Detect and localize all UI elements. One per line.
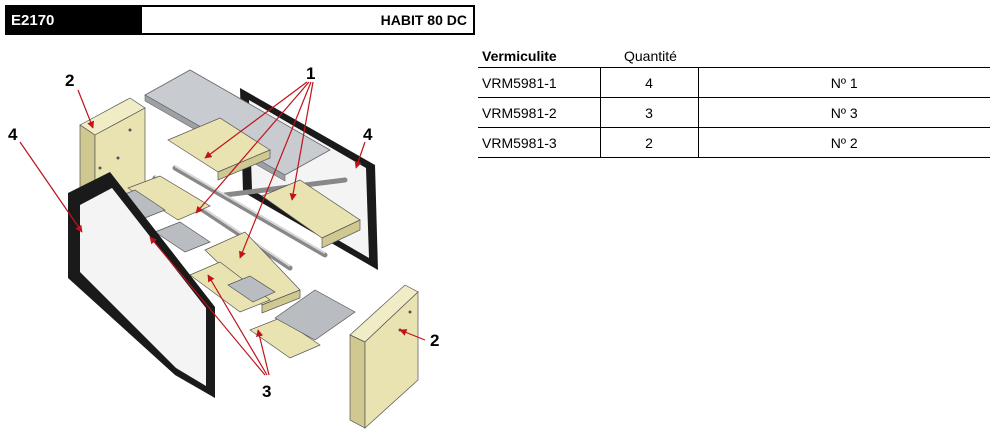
column-header-number bbox=[698, 40, 990, 68]
callout-label: 4 bbox=[8, 125, 18, 144]
callout-label: 4 bbox=[363, 125, 373, 144]
table-row: VRM5981-1 4 Nº 1 bbox=[478, 67, 990, 98]
right-vermiculite-panel bbox=[261, 179, 361, 249]
callout-label: 3 bbox=[262, 382, 271, 401]
part-quantity: 4 bbox=[599, 67, 699, 98]
part-reference: VRM5981-3 bbox=[482, 134, 557, 151]
right-side-panel bbox=[349, 284, 419, 429]
table-row: VRM5981-3 2 Nº 2 bbox=[478, 127, 990, 158]
part-quantity: 3 bbox=[599, 97, 699, 128]
part-quantity: 2 bbox=[599, 127, 699, 158]
parts-table: Vermiculite Quantité VRM5981-1 4 Nº 1 VR… bbox=[478, 40, 990, 158]
part-reference: VRM5981-1 bbox=[482, 74, 557, 91]
callout-label: 1 bbox=[306, 64, 315, 83]
part-number: Nº 2 bbox=[830, 134, 858, 151]
exploded-view-diagram: 1 2 4 4 2 3 bbox=[8, 64, 439, 429]
part-reference: VRM5981-2 bbox=[482, 104, 557, 121]
table-header-row: Vermiculite Quantité bbox=[478, 40, 990, 68]
callout-label: 2 bbox=[430, 331, 439, 350]
part-number: Nº 1 bbox=[830, 74, 858, 91]
model-name: HABIT 80 DC bbox=[142, 7, 473, 33]
column-header-vermiculite: Vermiculite bbox=[482, 48, 557, 64]
front-glass-door bbox=[68, 172, 215, 398]
table-row: VRM5981-2 3 Nº 3 bbox=[478, 97, 990, 128]
callout-arrows bbox=[19, 81, 426, 376]
column-header-quantity: Quantité bbox=[624, 48, 677, 64]
document-header: E2170 HABIT 80 DC bbox=[5, 5, 475, 35]
part-number: Nº 3 bbox=[830, 104, 858, 121]
reference-code: E2170 bbox=[7, 7, 142, 33]
callout-label: 2 bbox=[65, 71, 74, 90]
base-plates bbox=[109, 189, 356, 341]
